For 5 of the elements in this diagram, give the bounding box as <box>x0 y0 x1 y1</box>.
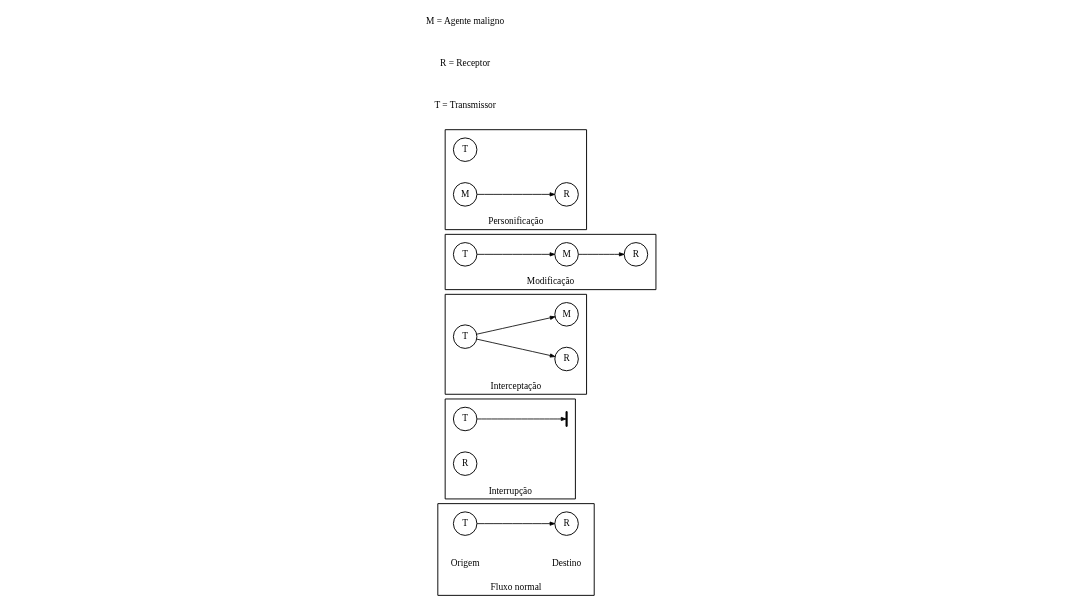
label: T = Transmissor <box>433 100 496 111</box>
label: R = Receptor <box>439 58 490 69</box>
node-label: Destino <box>551 558 581 569</box>
node-label: Origem <box>450 558 479 569</box>
label: M = Agente maligno <box>425 15 504 26</box>
